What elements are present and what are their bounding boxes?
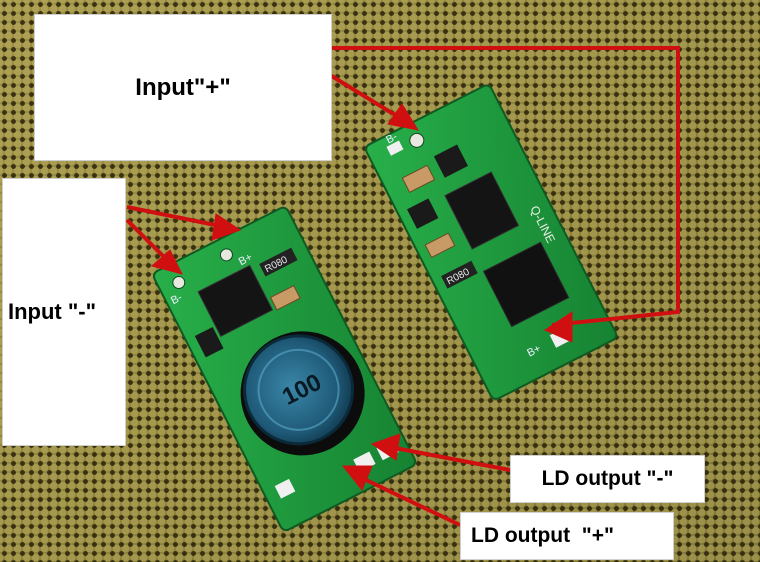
capacitor (424, 232, 456, 259)
smd-resistor (441, 260, 478, 289)
mounting-hole (409, 132, 425, 148)
arrow-ld-minus (394, 446, 511, 472)
capacitor (269, 284, 301, 311)
capacitor (401, 164, 436, 193)
arrow-input-minus-1-head (211, 213, 242, 241)
ic-chip (407, 198, 439, 229)
label-input-minus-text: Input "-" (8, 299, 97, 324)
sop8-chip (197, 264, 274, 337)
arrow-ld-plus (361, 476, 461, 527)
sop8-chip (444, 171, 520, 250)
right-board-pad-label: B+ (525, 343, 543, 360)
solder-pad (386, 140, 404, 156)
mounting-hole (219, 248, 233, 262)
label-input-minus: Input "-" (2, 178, 126, 446)
left-driver-board: R080 100 B- B+ (152, 206, 417, 532)
label-input-plus-text: Input"+" (135, 73, 231, 101)
smd-resistor (259, 247, 298, 277)
arrow-ld-plus-head (341, 465, 373, 491)
arrow-input-minus-2 (125, 218, 167, 260)
arrow-input-plus-head (387, 103, 420, 131)
transistor (194, 326, 224, 358)
schottky-diode (482, 241, 570, 328)
transistor (433, 144, 468, 178)
wire-line (330, 46, 680, 327)
right-driver-board: R080 Q-LINE B+ B- (365, 84, 618, 400)
mounting-hole (172, 276, 186, 290)
arrow-input-plus (328, 73, 402, 120)
left-board-pad-label: B+ (237, 251, 255, 268)
label-ld-output-plus-text: LD output "+" (471, 524, 614, 547)
annotation-arrows (125, 73, 573, 527)
arrow-input-minus-2-head (150, 249, 183, 275)
arrow-ld-minus-head (370, 433, 401, 461)
arrow-input-minus-1 (126, 205, 221, 228)
label-ld-output-minus: LD output "-" (510, 455, 705, 503)
inductor-coil (243, 334, 355, 446)
label-ld-output-plus: LD output "+" (460, 512, 674, 560)
solder-pad (274, 478, 296, 499)
left-board-pad-label: B- (169, 291, 185, 307)
right-board-pad-label: B- (384, 131, 400, 147)
label-ld-output-minus-text: LD output "-" (541, 467, 674, 490)
label-input-plus: Input"+" (34, 14, 332, 161)
arrow-right-board-head (543, 311, 573, 343)
